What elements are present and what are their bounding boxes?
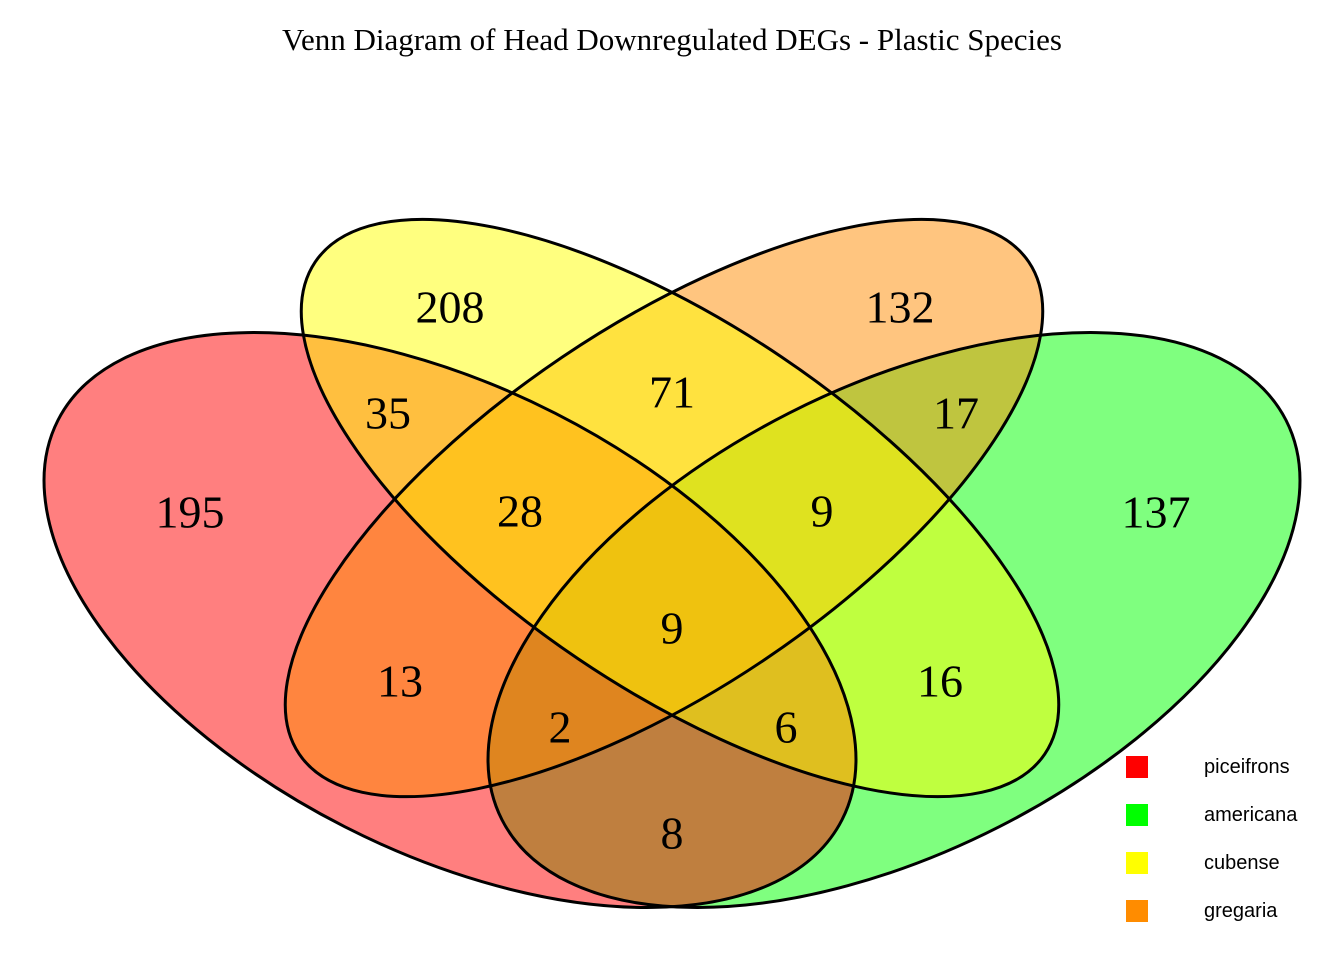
region-count-cubense-americana: 16 (917, 656, 963, 707)
gregaria-ellipse-outline (283, 217, 1045, 799)
legend-swatch-gregaria (1126, 900, 1148, 922)
piceifrons-ellipse-outline (42, 331, 858, 909)
legend-item-americana: americana (1126, 804, 1297, 826)
legend-swatch-americana (1126, 804, 1148, 826)
legend-label-americana: americana (1204, 803, 1298, 826)
region-count-gregaria-americana: 17 (933, 388, 979, 439)
legend-swatch-piceifrons (1126, 756, 1148, 778)
cubense-ellipse-outline (299, 217, 1061, 799)
region-count-cubense: 208 (416, 282, 485, 333)
region-count-piceifrons-cubense-gregaria: 28 (497, 486, 543, 537)
region-count-piceifrons-gregaria: 13 (377, 656, 423, 707)
chart-title: Venn Diagram of Head Downregulated DEGs … (282, 22, 1062, 57)
region-count-cubense-gregaria-americana: 9 (811, 486, 834, 537)
legend-swatch-cubense (1126, 852, 1148, 874)
region-count-piceifrons: 195 (156, 487, 225, 538)
region-count-cubense-gregaria: 71 (649, 367, 695, 418)
legend-item-gregaria: gregaria (1126, 900, 1297, 922)
region-count-piceifrons-americana: 8 (661, 808, 684, 859)
legend-item-cubense: cubense (1126, 852, 1297, 874)
region-count-gregaria: 132 (866, 282, 935, 333)
region-count-americana: 137 (1122, 487, 1191, 538)
legend-item-piceifrons: piceifrons (1126, 756, 1297, 778)
legend-label-gregaria: gregaria (1204, 899, 1278, 922)
region-count-piceifrons-americana-gregaria: 2 (549, 702, 572, 753)
region-count-piceifrons-americana-cubense: 6 (775, 702, 798, 753)
region-count-piceifrons-cubense: 35 (365, 388, 411, 439)
legend-label-cubense: cubense (1204, 851, 1280, 874)
cubense-ellipse-fill (301, 219, 1059, 797)
legend: piceifrons americana cubense gregaria (1126, 756, 1297, 922)
region-count-piceifrons-americana-cubense-gregaria: 9 (661, 603, 684, 654)
legend-label-piceifrons: piceifrons (1204, 755, 1290, 778)
americana-ellipse-outline (486, 331, 1302, 909)
